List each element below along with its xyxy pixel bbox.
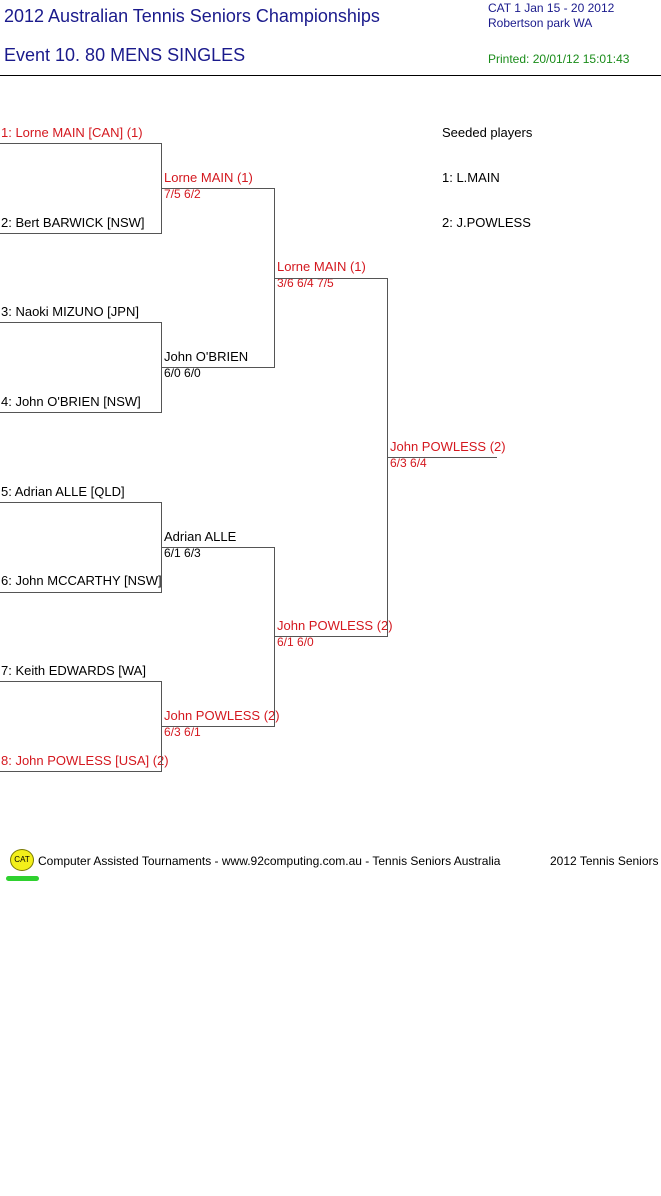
bracket-line bbox=[0, 771, 162, 772]
draw-entry-6: 6: John MCCARTHY [NSW] bbox=[1, 573, 162, 588]
bracket-line bbox=[275, 636, 388, 637]
cat-logo-icon: CAT bbox=[10, 849, 34, 871]
champion-name: John POWLESS (2) bbox=[390, 439, 506, 454]
draw-entry-8: 8: John POWLESS [USA] (2) bbox=[1, 753, 169, 768]
round2-score-1: 7/5 6/2 bbox=[164, 187, 201, 201]
event-title: Event 10. 80 MENS SINGLES bbox=[4, 45, 246, 65]
category-dates: CAT 1 Jan 15 - 20 2012 bbox=[488, 1, 615, 15]
seed-1: 1: L.MAIN bbox=[442, 170, 500, 185]
semi-winner-1: Lorne MAIN (1) bbox=[277, 259, 366, 274]
bracket-line bbox=[161, 681, 162, 772]
round2-winner-1: Lorne MAIN (1) bbox=[164, 170, 253, 185]
bracket-line bbox=[275, 278, 388, 279]
bracket-line bbox=[0, 322, 162, 323]
final-score: 6/3 6/4 bbox=[390, 456, 427, 470]
bracket-line bbox=[388, 457, 497, 458]
bracket-line bbox=[0, 502, 162, 503]
round2-score-2: 6/0 6/0 bbox=[164, 366, 201, 380]
bracket-line bbox=[162, 547, 275, 548]
draw-entry-3: 3: Naoki MIZUNO [JPN] bbox=[1, 304, 139, 319]
semi-score-1: 3/6 6/4 7/5 bbox=[277, 276, 334, 290]
bracket-line bbox=[162, 188, 275, 189]
round2-score-4: 6/3 6/1 bbox=[164, 725, 201, 739]
semi-score-2: 6/1 6/0 bbox=[277, 635, 314, 649]
bracket-line bbox=[162, 367, 275, 368]
bracket-line bbox=[161, 502, 162, 593]
championship-title: 2012 Australian Tennis Seniors Champions… bbox=[4, 6, 380, 26]
bracket-line bbox=[0, 143, 162, 144]
printed-timestamp: Printed: 20/01/12 15:01:43 bbox=[488, 52, 630, 66]
seed-2: 2: J.POWLESS bbox=[442, 215, 531, 230]
logo-underline bbox=[6, 876, 39, 881]
bracket-line bbox=[162, 726, 275, 727]
venue: Robertson park WA bbox=[488, 16, 593, 30]
seeds-heading: Seeded players bbox=[442, 125, 533, 140]
draw-entry-5: 5: Adrian ALLE [QLD] bbox=[1, 484, 125, 499]
bracket-line bbox=[0, 681, 162, 682]
bracket-line bbox=[161, 143, 162, 234]
bracket-line bbox=[274, 547, 275, 727]
footer-credit[interactable]: Computer Assisted Tournaments - www.92co… bbox=[38, 854, 501, 868]
draw-entry-4: 4: John O'BRIEN [NSW] bbox=[1, 394, 141, 409]
footer-right-text: 2012 Tennis Seniors bbox=[550, 854, 659, 868]
round2-winner-3: Adrian ALLE bbox=[164, 529, 237, 544]
bracket-line bbox=[274, 188, 275, 368]
draw-entry-1: 1: Lorne MAIN [CAN] (1) bbox=[1, 125, 143, 140]
draw-entry-2: 2: Bert BARWICK [NSW] bbox=[1, 215, 145, 230]
round2-winner-4: John POWLESS (2) bbox=[164, 708, 280, 723]
bracket-line bbox=[0, 592, 162, 593]
semi-winner-2: John POWLESS (2) bbox=[277, 618, 393, 633]
round2-score-3: 6/1 6/3 bbox=[164, 546, 201, 560]
bracket-line bbox=[0, 412, 162, 413]
bracket-line bbox=[387, 278, 388, 637]
header-divider bbox=[0, 75, 661, 76]
round2-winner-2: John O'BRIEN bbox=[164, 349, 249, 364]
draw-entry-7: 7: Keith EDWARDS [WA] bbox=[1, 663, 146, 678]
bracket-line bbox=[161, 322, 162, 413]
bracket-line bbox=[0, 233, 162, 234]
